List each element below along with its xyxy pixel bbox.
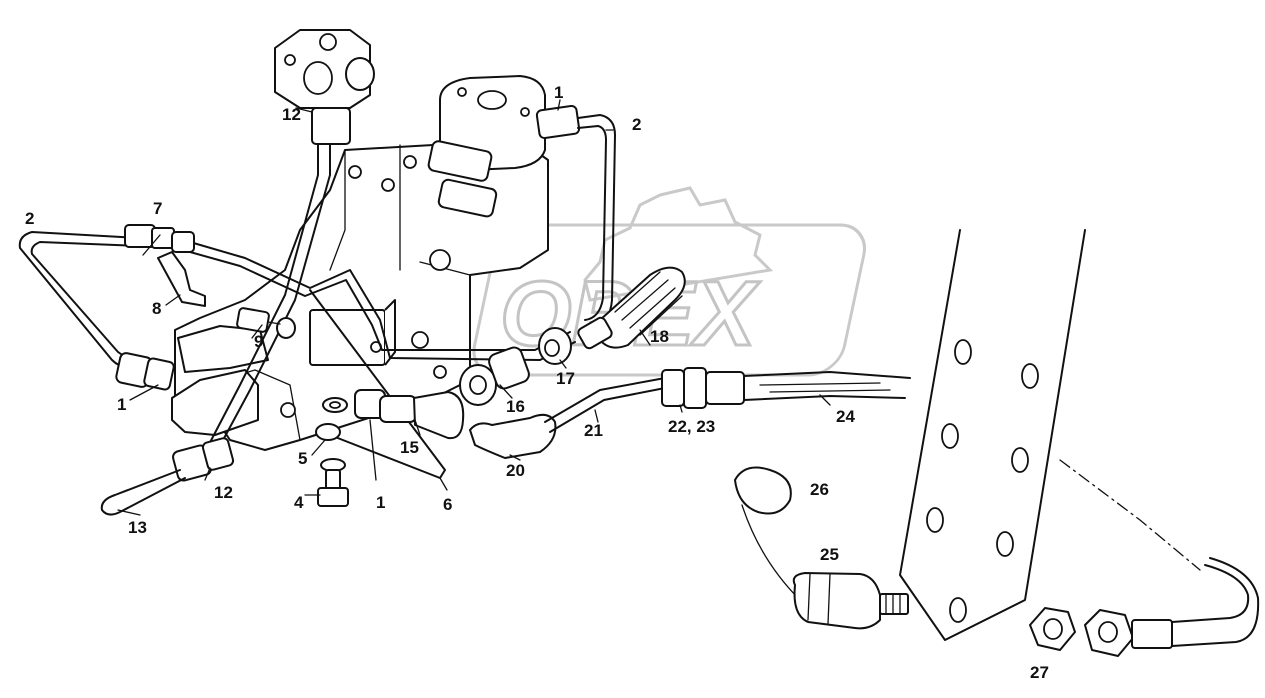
callout-9: 9 [254,332,263,351]
callout-2-top: 2 [632,115,641,134]
bolt-4 [317,469,349,507]
hose-24 [743,371,911,401]
fitting-12-bottom [172,437,235,482]
callout-labels: 1 2 12 2 7 8 9 1 12 13 5 4 1 15 6 16 17 … [25,83,1049,682]
fitting-16 [459,346,530,406]
mounting-plate [899,229,1201,641]
callout-16: 16 [506,397,525,416]
callout-15: 15 [400,438,419,457]
callout-2-left: 2 [25,209,34,228]
pipe-13 [100,289,446,516]
callout-12-top: 12 [282,105,301,124]
callout-24: 24 [836,407,855,426]
fitting-17 [538,327,572,365]
callout-17: 17 [556,369,575,388]
fitting-nut-hose [1084,557,1260,657]
callout-22-23: 22, 23 [668,417,715,436]
fitting-7 [124,224,195,253]
callout-18: 18 [650,327,669,346]
callout-4: 4 [294,493,304,512]
callout-25: 25 [820,545,839,564]
fitting-15 [379,391,465,440]
pipe-2-right [535,104,616,331]
callout-8: 8 [152,299,161,318]
callout-5: 5 [298,449,307,468]
top-tee-fitting [204,29,375,456]
callout-13: 13 [128,518,147,537]
callout-20: 20 [506,461,525,480]
coupling-22-23 [661,367,745,409]
filter-element [577,266,686,350]
callout-6: 6 [443,495,452,514]
callout-1-left: 1 [117,395,126,414]
nut-27 [1029,607,1076,651]
callout-27: 27 [1030,663,1049,682]
elbow-20 [469,413,557,459]
pipe-21 [544,377,666,433]
callout-1-top: 1 [554,83,563,102]
callout-1-bottom: 1 [376,493,385,512]
valve-block-assembly [171,75,549,451]
fitting-1-left [115,352,175,391]
callout-12-bottom: 12 [214,483,233,502]
callout-7: 7 [153,199,162,218]
leader-lines [117,99,831,516]
quick-coupling-25 [792,572,909,630]
callout-26: 26 [810,480,829,499]
fitting-8 [157,251,206,307]
callout-21: 21 [584,421,603,440]
